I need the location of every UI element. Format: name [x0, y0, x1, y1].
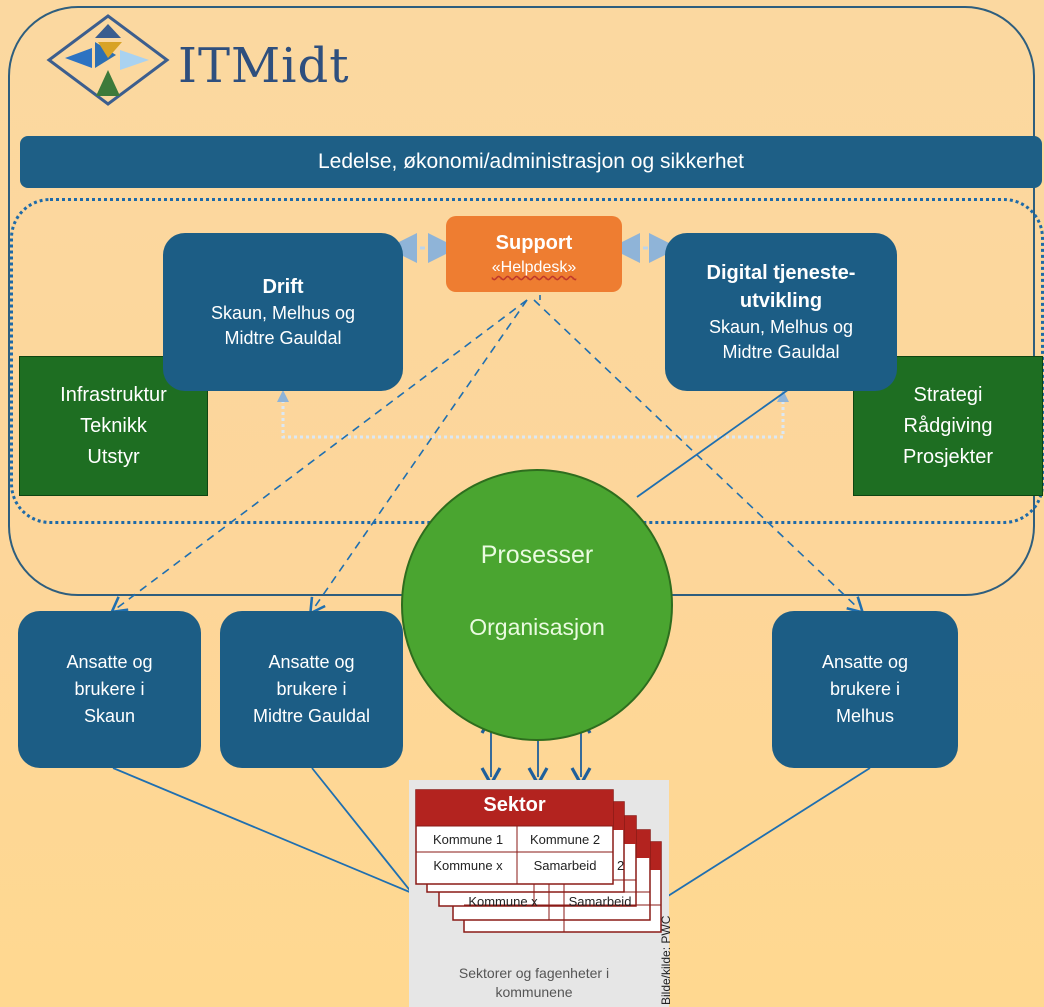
circle-line-2: Organisasjon [469, 614, 605, 640]
sector-caption-line-1: Sektorer og fagenheter i [458, 965, 610, 981]
users-skaun-line-1: Ansatte og [66, 652, 153, 672]
strategy-line-2: Rådgiving [903, 414, 993, 437]
digital-line-2: Midtre Gauldal [722, 342, 840, 362]
leadership-banner-text: Ledelse, økonomi/administrasjon og sikke… [317, 150, 745, 173]
users-mg-line-1: Ansatte og [268, 652, 355, 672]
drift-line-2: Midtre Gauldal [224, 328, 342, 348]
users-box-skaun: Ansatte og brukere i Skaun [18, 611, 201, 768]
sector-caption-line-2: kommunene [495, 984, 573, 1000]
drift-title: Drift [262, 276, 304, 298]
strategy-line-3: Prosjekter [902, 445, 994, 468]
digital-title-line-1: Digital tjeneste- [706, 262, 856, 284]
sector-cell-2: Kommune 2 [529, 832, 601, 847]
users-box-midtre-gauldal: Ansatte og brukere i Midtre Gauldal [220, 611, 403, 768]
itmidt-logo-icon [46, 14, 170, 106]
sector-back-cell-1: Kommune x [468, 894, 538, 909]
users-box-melhus: Ansatte og brukere i Melhus [772, 611, 958, 768]
sector-title: Sektor [483, 794, 546, 816]
users-mg-line-2: brukere i [276, 679, 347, 699]
users-skaun-line-3: Skaun [83, 706, 136, 726]
support-box: Support «Helpdesk» [446, 216, 622, 292]
circle-line-1: Prosesser [480, 541, 594, 569]
sector-back-digit: 2 [617, 858, 625, 873]
image-credit: Bilde/kilde: PWC [659, 915, 673, 1005]
users-melhus-line-3: Melhus [835, 706, 895, 726]
itmidt-title: ITMidt [178, 38, 350, 94]
sector-back-cell-2: Samarbeid [568, 894, 632, 909]
users-melhus-line-1: Ansatte og [821, 652, 909, 672]
users-skaun-line-2: brukere i [74, 679, 145, 699]
processes-circle: Prosesser Organisasjon [401, 469, 673, 741]
sector-illustration: Sektor Kommune 1 Kommune 2 Kommune x Sam… [409, 780, 673, 1007]
infrastructure-line-3: Utstyr [87, 445, 140, 468]
digital-title-line-2: utvikling [739, 290, 823, 312]
leadership-banner: Ledelse, økonomi/administrasjon og sikke… [20, 136, 1042, 188]
users-melhus-line-2: brukere i [829, 679, 901, 699]
sector-cell-3: Kommune x [433, 858, 503, 873]
users-mg-line-3: Midtre Gauldal [252, 706, 371, 726]
support-subtitle: «Helpdesk» [491, 259, 577, 276]
drift-line-1: Skaun, Melhus og [210, 303, 356, 323]
strategy-line-1: Strategi [913, 383, 983, 406]
sector-cell-1: Kommune 1 [432, 832, 504, 847]
infrastructure-line-1: Infrastruktur [60, 383, 167, 406]
drift-box: Drift Skaun, Melhus og Midtre Gauldal [163, 233, 403, 391]
sector-caption: Sektorer og fagenheter i kommunene [409, 964, 659, 1002]
support-title: Support [495, 232, 573, 254]
digital-development-box: Digital tjeneste- utvikling Skaun, Melhu… [665, 233, 897, 391]
sector-cell-4: Samarbeid [533, 858, 597, 873]
sector-cards-graphic [415, 789, 662, 933]
digital-line-1: Skaun, Melhus og [708, 317, 854, 337]
infrastructure-line-2: Teknikk [80, 414, 147, 437]
